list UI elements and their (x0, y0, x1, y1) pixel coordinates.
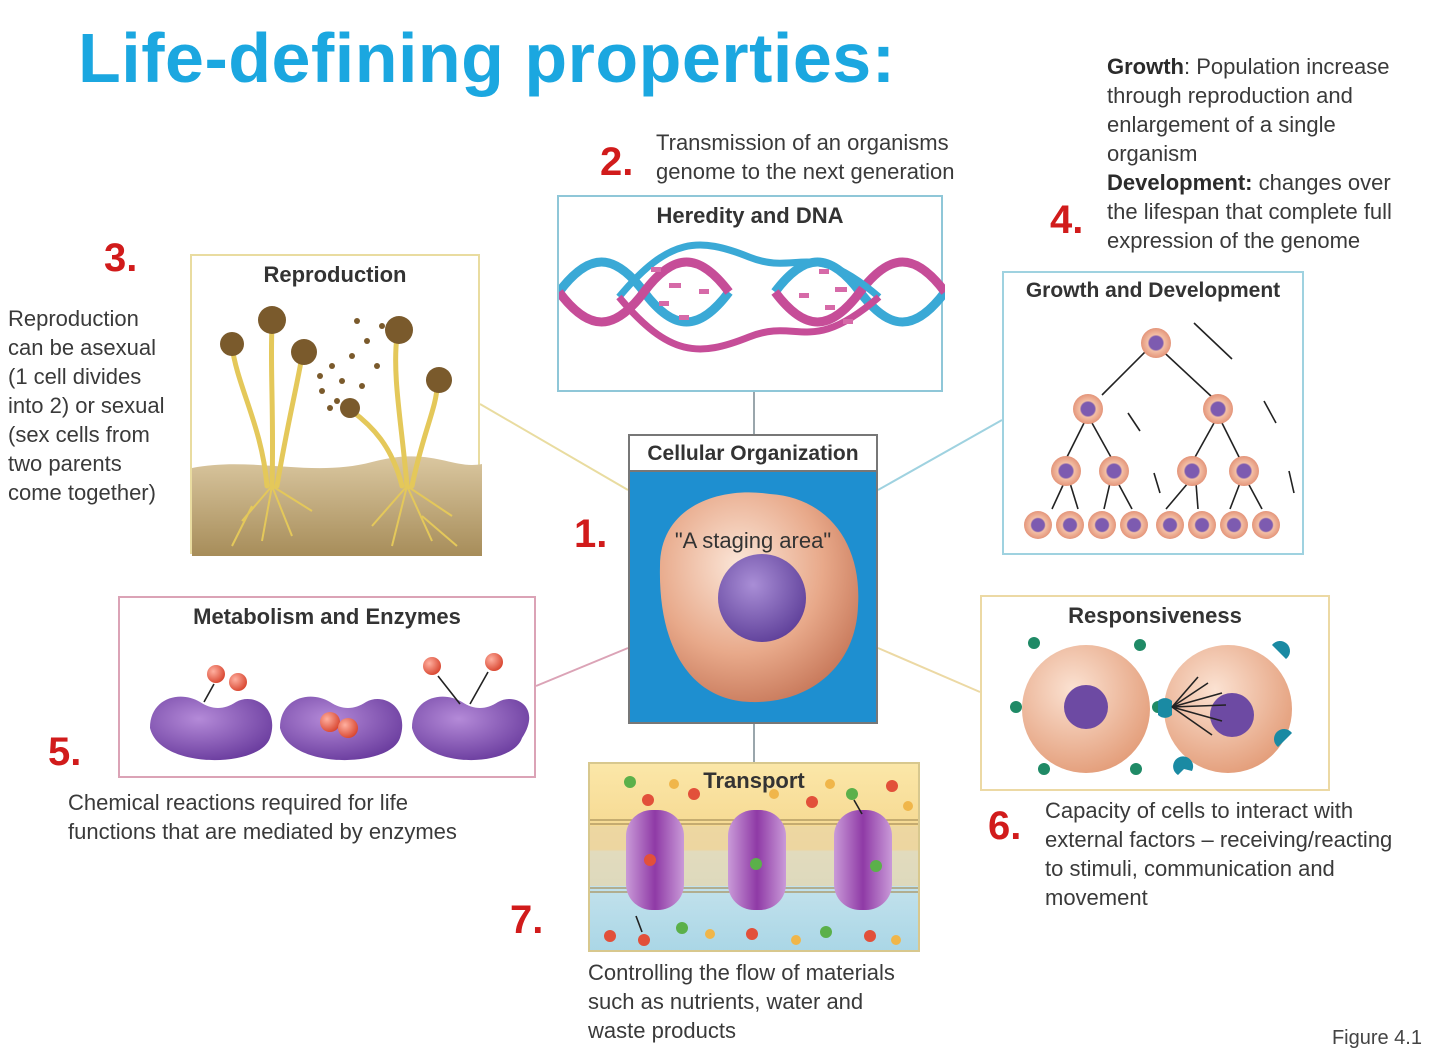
cellular-header (630, 436, 876, 472)
reproduction-label: Reproduction (263, 262, 407, 287)
desc-line: through reproduction and (1107, 83, 1353, 108)
heredity-label: Heredity and DNA (656, 203, 844, 228)
number-metabolism: 5. (48, 730, 82, 774)
transport-description: Controlling the flow of materials such a… (588, 958, 895, 1045)
responsive-cells-icon (1010, 637, 1292, 775)
desc-line: (sex cells from (8, 422, 150, 447)
desc-line: such as nutrients, water and (588, 989, 864, 1014)
number-heredity: 2. (600, 140, 634, 184)
desc-line: can be asexual (8, 335, 156, 360)
desc-line: Growth: Population increase (1107, 52, 1392, 81)
number-reproduction: 3. (104, 236, 138, 280)
responsiveness-description: Capacity of cells to interact with exter… (1045, 796, 1392, 912)
desc-line: into 2) or sexual (8, 393, 165, 418)
page-title: Life-defining properties: (78, 19, 896, 97)
desc-line: Capacity of cells to interact with (1045, 798, 1354, 823)
responsiveness-label: Responsiveness (1068, 603, 1242, 628)
fungus-icon (192, 306, 482, 556)
development-text: changes over (1252, 170, 1391, 195)
dna-helix-icon (559, 241, 945, 353)
cellular-caption: "A staging area" (674, 528, 832, 553)
desc-line: the lifespan that complete full (1107, 199, 1392, 224)
desc-line: genome to the next generation (656, 159, 955, 184)
cell-icon (659, 492, 859, 703)
desc-line: waste products (588, 1018, 736, 1043)
number-cellular: 1. (574, 512, 608, 556)
heredity-box: Heredity and DNA (557, 195, 945, 392)
growth-term: Growth (1107, 54, 1184, 79)
desc-line: external factors – receiving/reacting (1045, 827, 1393, 852)
growth-box: Growth and Development (1002, 271, 1304, 555)
desc-line: come together) (8, 480, 156, 505)
reproduction-box: Reproduction (190, 254, 482, 556)
transport-box: Transport (588, 762, 920, 952)
membrane-channel-icon (590, 764, 918, 950)
cellular-label: Cellular Organization (647, 442, 859, 465)
metabolism-box: Metabolism and Enzymes (118, 596, 536, 778)
desc-line: two parents (8, 451, 122, 476)
metabolism-description: Chemical reactions required for life fun… (68, 788, 457, 846)
desc-line: Chemical reactions required for life (68, 790, 408, 815)
transport-label: Transport (703, 768, 805, 793)
metabolism-label: Metabolism and Enzymes (193, 604, 461, 629)
number-responsiveness: 6. (988, 804, 1022, 848)
desc-line: (1 cell divides (8, 364, 142, 389)
desc-line: functions that are mediated by enzymes (68, 819, 457, 844)
figure-label: Figure 4.1 (1331, 1027, 1422, 1049)
reproduction-description: Reproduction can be asexual (1 cell divi… (8, 304, 165, 507)
desc-line: organism (1107, 141, 1198, 166)
growth-description: Growth: Population increase through repr… (1107, 52, 1392, 255)
number-transport: 7. (510, 898, 544, 942)
desc-line: Transmission of an organisms (656, 130, 949, 155)
number-growth: 4. (1050, 198, 1084, 242)
desc-line: Controlling the flow of materials (588, 960, 895, 985)
desc-line: to stimuli, communication and (1045, 856, 1335, 881)
desc-line: Development: changes over (1107, 168, 1392, 197)
desc-line: Reproduction (8, 306, 139, 331)
growth-label: Growth and Development (1025, 279, 1281, 302)
growth-text: : Population increase (1184, 54, 1390, 79)
enzyme-icon (150, 653, 530, 761)
desc-line: expression of the genome (1107, 228, 1361, 253)
desc-line: movement (1045, 885, 1148, 910)
development-term: Development: (1107, 170, 1253, 195)
cellular-box: Cellular Organization "A staging area" (628, 434, 878, 724)
responsiveness-box: Responsiveness (980, 595, 1330, 791)
cell-division-icon (1024, 322, 1295, 539)
desc-line: enlargement of a single (1107, 112, 1336, 137)
heredity-description: Transmission of an organisms genome to t… (656, 128, 954, 186)
